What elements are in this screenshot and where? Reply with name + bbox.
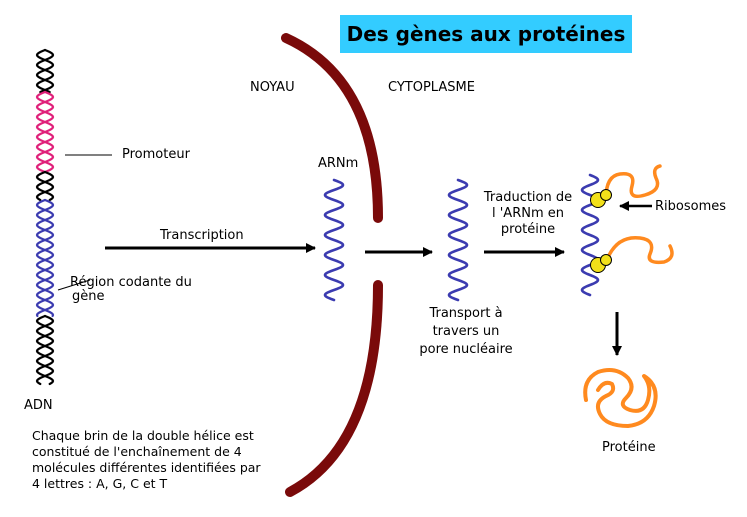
dna-segment-promoter-strand-b xyxy=(35,90,55,174)
ribosome-1 xyxy=(590,189,612,208)
dna-note-line3: molécules différentes identifiées par xyxy=(32,460,261,475)
nuclear-membrane-upper xyxy=(281,33,383,223)
mrna-nucleus-strand xyxy=(323,178,345,302)
dna-note: Chaque brin de la double hélice est cons… xyxy=(32,428,302,492)
transport-label-line1: Transport à xyxy=(429,306,503,321)
coding-region-label-line2: gène xyxy=(72,289,105,304)
transport-label-line2: travers un xyxy=(432,324,500,339)
dna-note-line4: 4 lettres : A, G, C et T xyxy=(32,476,168,491)
dna-label: ADN xyxy=(24,398,53,413)
coding-region-label-line1: Région codante du xyxy=(70,275,192,290)
nucleus-label: NOYAU xyxy=(250,80,295,95)
folded-protein xyxy=(583,368,658,428)
title-banner: Des gènes aux protéines xyxy=(340,15,632,53)
dna-segment-coding-region-strand-a xyxy=(35,198,55,318)
mrna-cytoplasm xyxy=(447,178,469,302)
coding-region-pointer-line xyxy=(57,279,91,291)
dna-note-line2: constitué de l'enchaînement de 4 xyxy=(32,444,242,459)
nascent-protein-chain-1 xyxy=(604,164,662,200)
nascent-protein-chain-2 xyxy=(604,235,674,265)
mrna-label: ARNm xyxy=(318,156,359,171)
ribosomes-label: Ribosomes xyxy=(655,199,727,214)
promoter-label: Promoteur xyxy=(122,147,190,162)
protein-label: Protéine xyxy=(602,440,656,455)
dna-note-line1: Chaque brin de la double hélice est xyxy=(32,428,254,443)
dna-segment-downstream-strand-b xyxy=(35,314,55,386)
mrna-translating-strand xyxy=(580,173,600,297)
translation-label-line1: Traduction de xyxy=(483,190,573,205)
cytoplasm-label: CYTOPLASME xyxy=(388,80,475,95)
dna-segment-spacer-strand-a xyxy=(35,170,55,202)
dna-segment-coding-region-strand-b xyxy=(35,198,55,318)
dna-segment-spacer-strand-b xyxy=(35,170,55,202)
mrna-nucleus xyxy=(323,178,345,302)
page-title: Des gènes aux protéines xyxy=(346,22,626,46)
dna-helix xyxy=(35,48,55,386)
transcription-label: Transcription xyxy=(160,228,244,243)
transport-label-line3: pore nucléaire xyxy=(419,342,513,357)
translation-label-line2: l 'ARNm en xyxy=(491,206,564,221)
translation-label-line3: protéine xyxy=(500,222,556,237)
mrna-cytoplasm-strand xyxy=(447,178,469,302)
dna-segment-downstream-strand-a xyxy=(35,314,55,386)
nuclear-membrane-lower xyxy=(285,280,383,497)
dna-segment-upstream-strand-a xyxy=(35,48,55,94)
mrna-translating xyxy=(580,173,600,297)
dna-segment-upstream-strand-b xyxy=(35,48,55,94)
ribosome-2 xyxy=(590,254,612,273)
